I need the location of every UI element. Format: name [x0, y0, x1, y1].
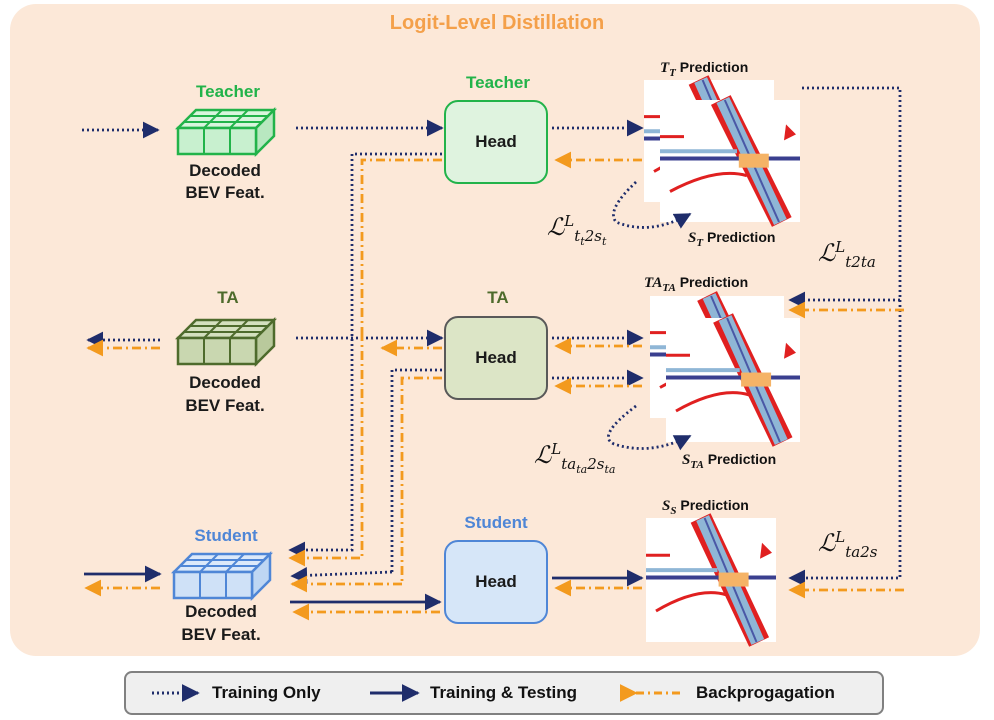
diagram-title: Logit-Level Distillation — [389, 12, 605, 34]
loss-t2s-label: ℒLtt2st — [547, 212, 607, 248]
teacher-map-front — [660, 95, 800, 227]
loss-t2ta-and-ta2s-path — [788, 86, 902, 587]
student-map — [646, 513, 776, 647]
ta-prediction-label: TATA Prediction — [644, 274, 749, 294]
student-feat-label-2: BEV Feat. — [181, 625, 261, 644]
student-head-box: Head — [444, 540, 548, 624]
ta-map-front — [666, 313, 800, 447]
ta-to-student-backprop — [400, 376, 442, 584]
loss-ta2s-inner-label: ℒLtata2sta — [534, 440, 616, 476]
loss-ta2s-label: ℒLta2s — [818, 528, 878, 561]
student-ta-prediction-label: STA Prediction — [682, 451, 777, 471]
loss-t2s-curve — [612, 180, 692, 229]
ta-feat-label-1: Decoded — [189, 373, 261, 392]
teacher-feat-label-1: Decoded — [189, 161, 261, 180]
legend-box: Training Only Training & Testing Backpro… — [124, 671, 884, 715]
student-feat-to-ta-head-dotted — [390, 368, 442, 572]
legend-training-only: Training Only — [212, 683, 321, 702]
loss-ta2s-inner-curve — [607, 404, 692, 451]
teacher-feat-role: Teacher — [196, 82, 260, 101]
ta-path-to-student-feat — [290, 567, 393, 584]
ta-head-role: TA — [487, 288, 509, 307]
legend-backprop: Backprogagation — [696, 683, 835, 702]
teacher-prediction-label: TT Prediction — [660, 59, 749, 79]
student-prediction-label: SS Prediction — [662, 497, 749, 517]
student-feat-label-1: Decoded — [185, 602, 257, 621]
loss-t2ta-label: ℒLt2ta — [818, 238, 876, 271]
student-bev-cube — [170, 550, 274, 602]
ta-head-box: Head — [444, 316, 548, 400]
teacher-head-role: Teacher — [466, 73, 530, 92]
student-t-prediction-label: ST Prediction — [688, 229, 776, 249]
legend-training-testing: Training & Testing — [430, 683, 578, 702]
teacher-head-box: Head — [444, 100, 548, 184]
student-head-role: Student — [464, 513, 528, 532]
ta-bev-cube — [174, 316, 278, 368]
teacher-bev-cube — [174, 106, 278, 158]
student-feat-role: Student — [194, 526, 258, 545]
teacher-path-to-student-feat — [288, 324, 354, 559]
ta-feat-label-2: BEV Feat. — [185, 396, 265, 415]
student-feat-to-teacher-head-dotted — [350, 152, 442, 324]
legend-glyphs — [152, 684, 684, 702]
teacher-backprop-to-student-feat — [288, 332, 364, 567]
teacher-to-student-backprop-top — [360, 158, 442, 332]
teacher-feat-label-2: BEV Feat. — [185, 183, 265, 202]
ta-feat-role: TA — [217, 288, 239, 307]
